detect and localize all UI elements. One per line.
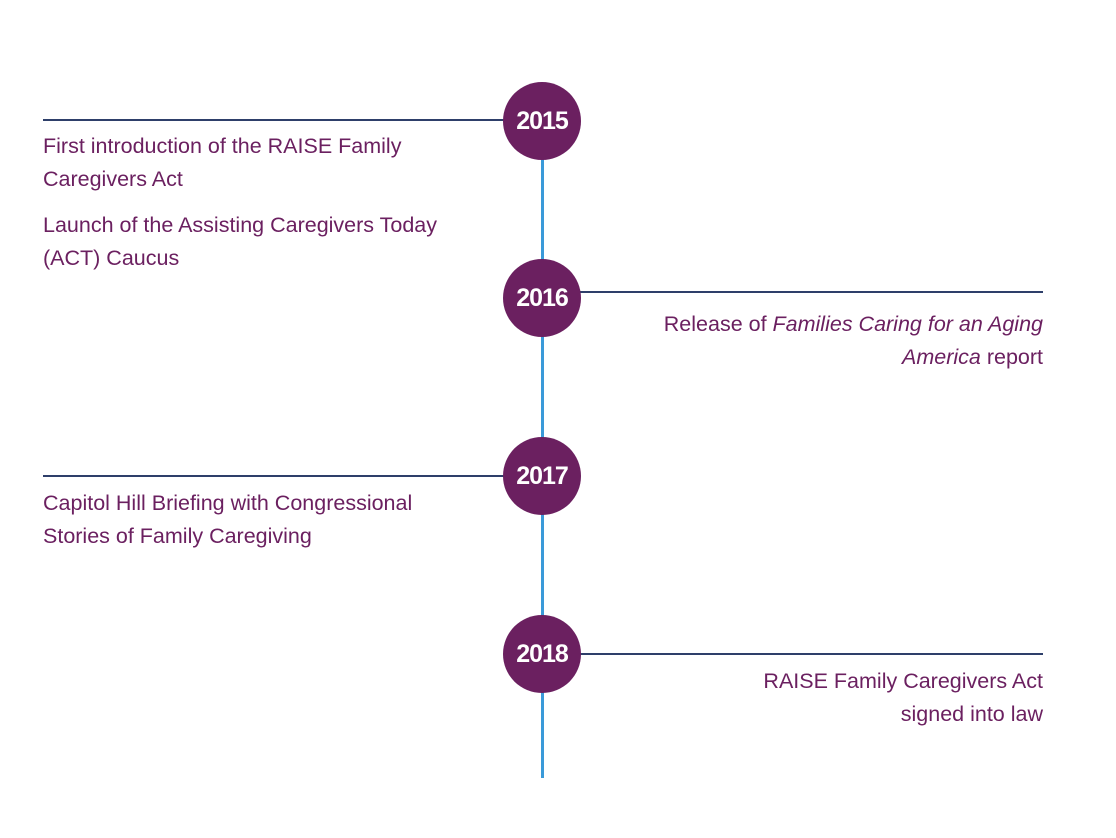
year-marker-2015: 2015 — [503, 82, 581, 160]
year-marker-2017: 2017 — [503, 437, 581, 515]
event-text: First introduction of the RAISE Family C… — [43, 134, 402, 191]
connector-line-2018 — [579, 653, 1043, 655]
year-label: 2017 — [516, 461, 569, 490]
event-text: Capitol Hill Briefing with Congressional… — [43, 491, 413, 548]
event-group-2016: Release of Families Caring for an Aging … — [603, 308, 1043, 374]
year-marker-2018: 2018 — [503, 615, 581, 693]
event-text: RAISE Family Caregivers Act signed into … — [763, 669, 1043, 726]
event-group-2018: RAISE Family Caregivers Act signed into … — [703, 665, 1043, 731]
report-title: Families Caring for an Aging America — [772, 312, 1043, 369]
event-group-2015: First introduction of the RAISE Family C… — [43, 130, 483, 275]
year-label: 2018 — [516, 639, 569, 668]
event-text: Release of Families Caring for an Aging … — [663, 312, 1043, 369]
year-marker-2016: 2016 — [503, 259, 581, 337]
year-label: 2015 — [516, 106, 569, 135]
connector-line-2015 — [43, 119, 505, 121]
connector-line-2016 — [579, 291, 1043, 293]
event-group-2017: Capitol Hill Briefing with Congressional… — [43, 487, 483, 553]
connector-line-2017 — [43, 475, 505, 477]
year-label: 2016 — [516, 283, 569, 312]
event-text: Launch of the Assisting Caregivers Today… — [43, 213, 438, 270]
